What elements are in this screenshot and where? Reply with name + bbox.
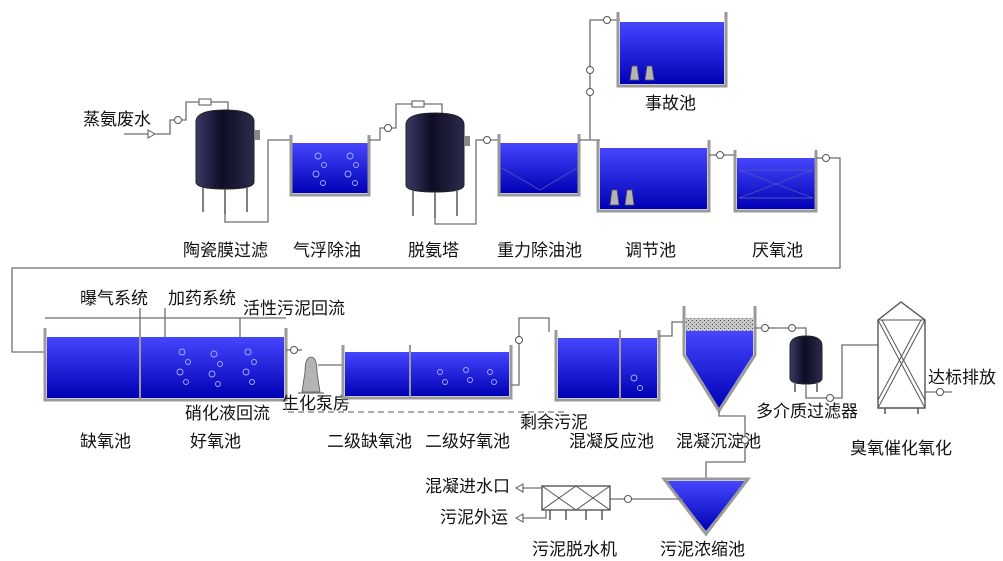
valve-icon [174, 116, 182, 124]
deamination-tower-label: 脱氨塔 [408, 241, 459, 261]
valve-icon [761, 324, 769, 332]
discharge-label: 达标排放 [928, 368, 996, 388]
pipe-secondary-to-coag [511, 317, 550, 386]
valve-icon [826, 394, 834, 402]
coag-inlet-label: 混凝进水口 [425, 477, 510, 497]
secondary-anoxic-aerobic-tank [341, 345, 513, 400]
bio-pump-icon [298, 356, 324, 394]
pump-icon [609, 189, 620, 206]
pipe-ceramic-to-flotation [224, 139, 292, 223]
coag-inlet-arrow [514, 483, 542, 493]
bubble [630, 374, 638, 382]
valve-icon [603, 16, 611, 24]
ceramic-membrane-tower [195, 109, 260, 214]
ozone-oxidation-tower [877, 301, 926, 414]
pump-icon [629, 65, 640, 81]
accident-tank [616, 12, 728, 88]
valve-icon [788, 324, 796, 332]
anaerobic-tank-label: 厌氧池 [752, 241, 803, 261]
ceramic-membrane-label: 陶瓷膜过滤 [183, 241, 268, 261]
valve-icon [384, 124, 392, 132]
aeration-bubbles [176, 348, 257, 387]
anaerobic-tank [733, 150, 818, 213]
coag-reaction-label: 混凝反应池 [569, 432, 654, 452]
valve-icon [741, 436, 749, 444]
aeration-header-pipe [45, 308, 286, 337]
pipe-reaction-to-sedimentation [659, 321, 686, 337]
pipe-flotation-to-deamination [369, 103, 443, 141]
valve-icon [586, 66, 594, 74]
secondary-anoxic-label: 二级缺氧池 [327, 432, 412, 452]
discharge-outlet [925, 388, 952, 396]
excess-sludge-line [285, 404, 564, 413]
pump-icon [644, 65, 655, 81]
gravity-oil-tank [497, 134, 581, 197]
anoxic-aerobic-tank [43, 328, 288, 402]
feed-inlet-arrow [124, 129, 157, 139]
pipe-anaerobic-to-anoxic [11, 157, 841, 353]
secondary-aerobic-label: 二级好氧池 [425, 432, 510, 452]
sludge-out-arrow [514, 510, 547, 523]
aeration-bubbles [437, 367, 497, 385]
sludge-return-label: 活性污泥回流 [243, 299, 345, 319]
bubble [637, 385, 643, 391]
sludge-thickener [660, 477, 752, 537]
pipe-sedimentation-to-filter [755, 327, 807, 336]
multimedia-filter-label: 多介质过滤器 [756, 402, 858, 422]
dosing-system-label: 加药系统 [168, 289, 236, 309]
flange-icon [464, 136, 470, 146]
aerobic-tank-label: 好氧池 [190, 432, 241, 452]
feed-label: 蒸氨废水 [83, 110, 151, 130]
sludge-out-label: 污泥外运 [440, 508, 508, 528]
valve-icon [515, 336, 523, 344]
excess-sludge-label: 剩余污泥 [520, 413, 588, 433]
pump-icon [624, 189, 635, 206]
valve-icon [716, 151, 724, 159]
aeration-bubbles [312, 152, 359, 186]
pipe-feed-to-ceramic [155, 101, 229, 135]
regulating-tank [596, 140, 711, 213]
anoxic-tank-label: 缺氧池 [80, 432, 131, 452]
coag-reaction-tank [554, 330, 661, 402]
coag-sedimentation-tank [682, 306, 757, 414]
pipe-filter-to-ozone [805, 344, 878, 399]
sludge-thickener-label: 污泥浓缩池 [660, 540, 745, 560]
deamination-tower [405, 112, 470, 218]
regulating-tank-label: 调节池 [625, 241, 676, 261]
multimedia-filter [789, 335, 823, 392]
sludge-dewatering-label: 污泥脱水机 [532, 540, 617, 560]
pump-house-label: 生化泵房 [282, 394, 350, 414]
valve-icon [624, 495, 632, 503]
sludge-blanket [686, 318, 753, 331]
gravity-oil-tank-label: 重力除油池 [497, 241, 582, 261]
pipe-to-accident-tank [589, 19, 620, 140]
flowmeter-icon [411, 100, 425, 108]
ozone-oxidation-label: 臭氧催化氧化 [850, 439, 952, 459]
sludge-dewatering-machine [541, 485, 611, 520]
coag-sedimentation-label: 混凝沉淀池 [676, 432, 761, 452]
valve-icon [822, 154, 830, 162]
air-flotation-tank [289, 135, 371, 197]
aeration-system-label: 曝气系统 [80, 289, 148, 309]
accident-tank-label: 事故池 [645, 94, 696, 114]
valve-icon [290, 346, 298, 354]
valve-icon [483, 136, 491, 144]
flange-icon [254, 130, 260, 140]
nitrate-return-label: 硝化液回流 [185, 404, 270, 424]
flowmeter-icon [198, 98, 212, 106]
valve-icon [586, 88, 594, 96]
air-flotation-label: 气浮除油 [293, 241, 361, 261]
